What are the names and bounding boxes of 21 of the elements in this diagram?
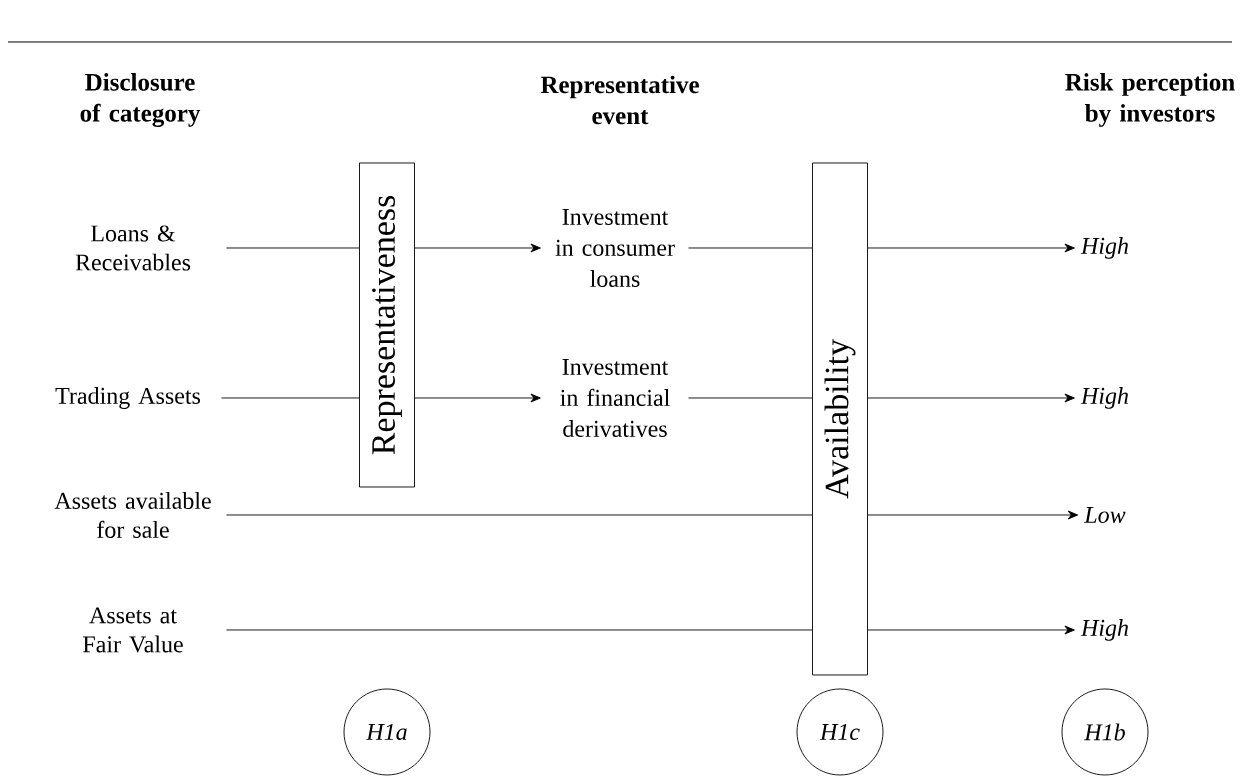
- column-heading: Disclosure of category: [80, 73, 201, 127]
- arrow: [414, 243, 541, 253]
- category-label: Loans & Receivables: [75, 225, 191, 271]
- heuristic-bar: Representativeness: [359, 162, 415, 488]
- category-label: Assets at Fair Value: [83, 607, 183, 653]
- risk-label: High: [1080, 387, 1128, 409]
- risk-label: Low: [1084, 507, 1126, 523]
- column-heading: Risk perception by investors: [1065, 73, 1235, 127]
- event-label: Investment in financial derivatives: [560, 359, 670, 437]
- risk-label: High: [1080, 619, 1128, 641]
- arrow: [867, 243, 1075, 253]
- category-label: Assets available for sale: [54, 492, 211, 538]
- column-heading: Representative event: [540, 75, 699, 125]
- risk-label: High: [1080, 237, 1128, 259]
- heuristic-bar: Availability: [812, 162, 868, 676]
- event-label: Investment in consumer loans: [555, 209, 675, 287]
- arrow: [414, 393, 541, 403]
- category-label: Trading Assets: [55, 387, 201, 409]
- arrow: [867, 510, 1079, 520]
- arrow: [867, 393, 1075, 403]
- arrow: [867, 625, 1075, 635]
